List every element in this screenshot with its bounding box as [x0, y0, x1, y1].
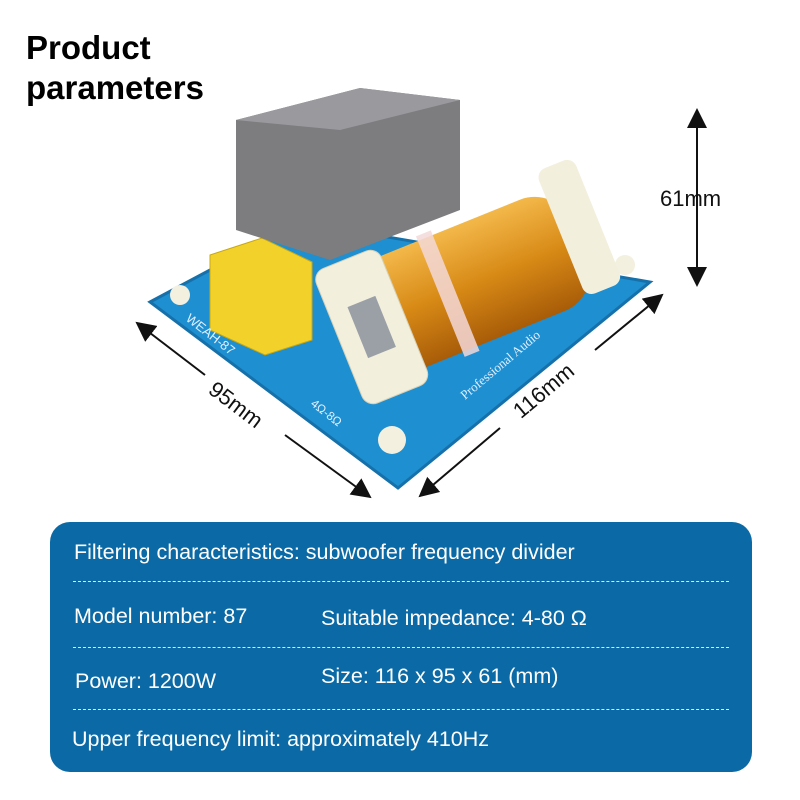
spec-filtering: Filtering characteristics: subwoofer fre… [74, 540, 575, 564]
spec-power: Power: 1200W [75, 669, 217, 693]
length-arrow [418, 427, 501, 498]
inductor-coil [315, 159, 621, 405]
divider [73, 709, 729, 710]
title-line-2: parameters [26, 69, 204, 106]
mount-hole [170, 285, 190, 305]
spec-model: Model number: 87 [74, 604, 248, 628]
spec-impedance: Suitable impedance: 4-80 Ω [321, 606, 587, 630]
title-line-1: Product [26, 29, 151, 66]
product-photo: WEAH-87 4Ω-8Ω Professional Audio [135, 88, 707, 499]
mount-hole [378, 426, 406, 454]
page-title: Product parameters [26, 28, 204, 108]
width-arrow [135, 321, 206, 376]
mount-hole [615, 255, 635, 275]
divider [73, 647, 729, 648]
spec-upper-limit: Upper frequency limit: approximately 410… [72, 727, 490, 751]
height-label: 61mm [660, 186, 722, 211]
divider [73, 581, 729, 582]
spec-panel: Filtering characteristics: subwoofer fre… [50, 522, 752, 772]
gray-capacitor [236, 88, 460, 260]
spec-size: Size: 116 x 95 x 61 (mm) [321, 664, 559, 688]
